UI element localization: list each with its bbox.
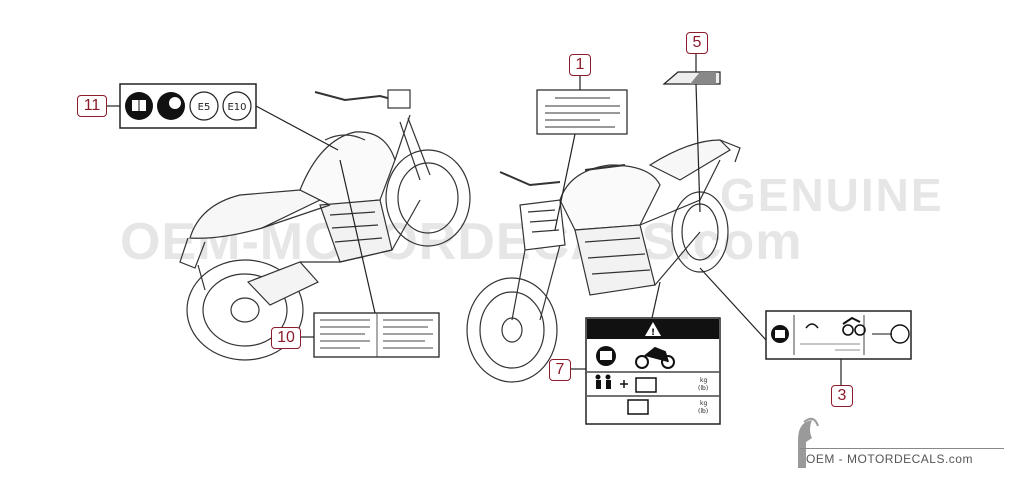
warning-row2-unit-kg: kg — [700, 400, 707, 407]
label-5-stripe — [662, 71, 721, 85]
watermark-genuine: GENUINE — [720, 169, 944, 221]
callout-7: 7 — [549, 359, 571, 381]
callout-5: 5 — [686, 32, 708, 54]
fuel-badge-e10: E10 — [227, 102, 246, 113]
callout-3: 3 — [831, 385, 853, 407]
left-motorcycle — [179, 89, 471, 361]
warning-row1-unit-kg: kg — [700, 377, 707, 384]
warning-row2-unit-lb: (lb) — [698, 408, 708, 415]
callout-1: 1 — [569, 54, 591, 76]
footer-site-text: OEM - MOTORDECALS.com — [806, 452, 973, 466]
footer-logo-icon — [798, 417, 819, 468]
warning-symbol-icon: ! — [651, 328, 655, 338]
footer-divider — [800, 448, 1004, 449]
leader-lines — [106, 52, 842, 385]
label-1-plate — [536, 89, 628, 135]
label-3-info — [765, 310, 912, 360]
right-motorcycle — [466, 139, 741, 383]
callout-10: 10 — [271, 327, 301, 349]
label-10-table — [313, 312, 440, 358]
fuel-badge-e5: E5 — [198, 102, 211, 113]
callout-11: 11 — [77, 95, 107, 117]
label-7-warning — [585, 317, 721, 425]
warning-row1-unit-lb: (lb) — [698, 385, 708, 392]
